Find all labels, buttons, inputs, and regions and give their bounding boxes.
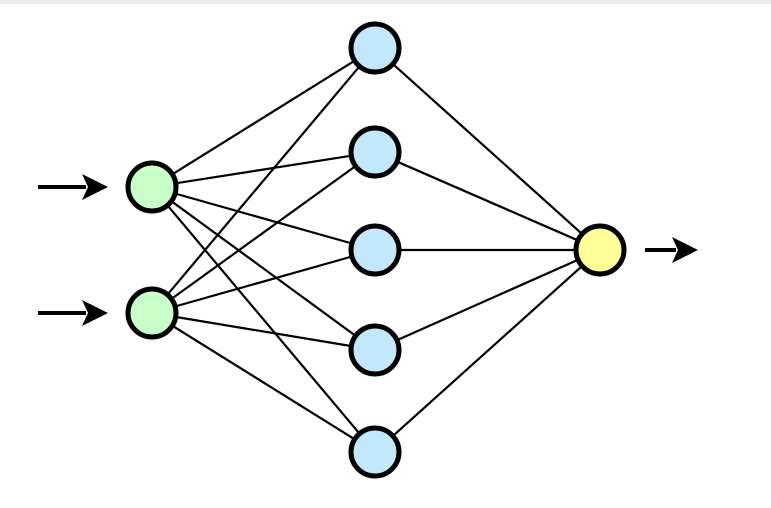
top-edge-band <box>0 0 771 4</box>
output-arrow-1 <box>645 237 698 263</box>
edge-in-1-hid-4 <box>169 199 358 338</box>
input-arrow-2-head <box>82 300 108 326</box>
edge-in-2-hid-3 <box>173 255 354 308</box>
node-out-1[interactable] <box>573 223 627 277</box>
edge-in-1-hid-5 <box>165 203 362 436</box>
edge-hid-2-out-1 <box>395 160 580 242</box>
node-hid-3[interactable] <box>348 223 402 277</box>
node-hid-2[interactable] <box>348 125 402 179</box>
nodes-group <box>125 21 627 479</box>
input-arrow-1-head <box>82 174 108 200</box>
node-in-2[interactable] <box>125 286 179 340</box>
edge-hid-5-out-1 <box>391 264 584 438</box>
edge-in-1-hid-3 <box>173 192 354 245</box>
edge-in-2-hid-1 <box>165 64 362 297</box>
edge-in-2-hid-4 <box>174 315 353 348</box>
node-in-1[interactable] <box>125 160 179 214</box>
edges-group <box>165 59 584 441</box>
node-hid-4[interactable] <box>348 323 402 377</box>
output-arrow-1-head <box>672 237 698 263</box>
arrows-group <box>38 174 698 326</box>
input-arrow-2 <box>38 300 108 326</box>
edge-in-1-hid-2 <box>174 154 353 185</box>
input-arrow-1 <box>38 174 108 200</box>
node-hid-5[interactable] <box>348 425 402 479</box>
edge-in-1-hid-1 <box>170 59 357 176</box>
node-hid-1[interactable] <box>348 21 402 75</box>
edge-hid-4-out-1 <box>395 258 580 342</box>
edge-in-2-hid-5 <box>170 324 357 441</box>
edge-hid-1-out-1 <box>391 62 584 236</box>
edge-in-2-hid-2 <box>170 164 357 301</box>
